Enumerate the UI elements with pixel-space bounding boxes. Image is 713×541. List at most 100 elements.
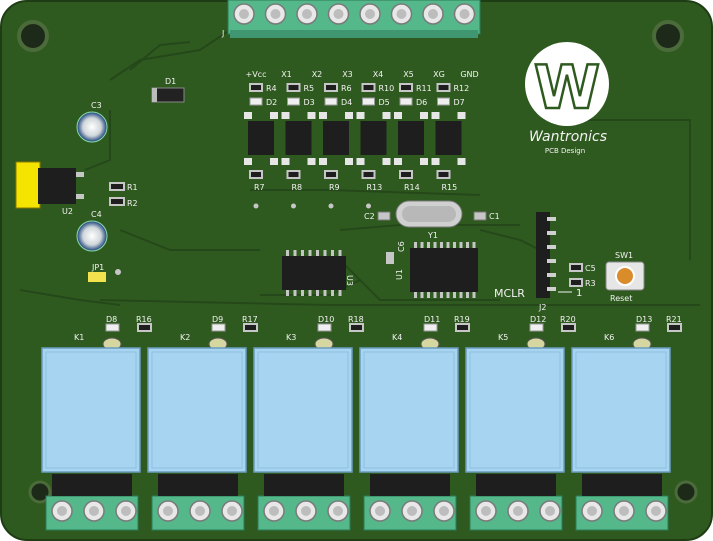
- relay-body: [253, 347, 353, 473]
- relay-resistor-label: R20: [560, 315, 576, 324]
- input-led: [437, 97, 450, 106]
- input-led-label: D4: [341, 98, 352, 107]
- opto-pad: [431, 158, 440, 165]
- ic-pin: [472, 242, 476, 248]
- relay-terminal-screw-head: [121, 506, 131, 516]
- input-resistor: [324, 83, 338, 92]
- top-terminal-screw-head: [459, 9, 470, 19]
- header-pin: [547, 287, 556, 291]
- ic-pin: [331, 250, 334, 256]
- input-resistor-label: R13: [367, 183, 383, 192]
- relay-terminal-screw-head: [195, 506, 205, 516]
- relay-terminal-screw-head: [89, 506, 99, 516]
- relay-body: [571, 347, 671, 473]
- cap-c2-label: C2: [364, 212, 375, 221]
- ic-pin: [440, 242, 443, 248]
- ic-pin: [293, 290, 297, 296]
- header-j2-label: J2: [538, 303, 546, 312]
- input-resistor: [286, 83, 301, 92]
- relay-led: [423, 323, 438, 332]
- top-terminal-label: X4: [373, 70, 384, 79]
- top-terminal-screw-head: [239, 9, 249, 19]
- via: [291, 203, 296, 209]
- ic-pin: [420, 242, 424, 248]
- input-led-label: D7: [454, 98, 465, 107]
- relay-led-label: D13: [636, 315, 652, 324]
- ic-pin: [308, 250, 312, 256]
- input-resistor-label: R11: [416, 84, 432, 93]
- relay-body: [147, 347, 247, 473]
- opto-pad: [319, 112, 327, 119]
- logo-letter: W: [534, 53, 600, 123]
- mounting-holes: [17, 20, 698, 504]
- via: [366, 203, 371, 209]
- top-terminal-label: X1: [281, 70, 292, 79]
- opto-pad: [281, 158, 290, 165]
- ic-pin: [308, 290, 312, 296]
- optocoupler: [248, 121, 274, 155]
- opto-pad: [382, 112, 391, 119]
- ic-pin: [459, 242, 463, 248]
- header-mclr-label: MCLR: [494, 287, 525, 300]
- mcu-ic-u1: [410, 248, 478, 292]
- input-resistor-label: R10: [379, 84, 395, 93]
- logo-circle: [525, 42, 609, 126]
- mounting-hole-top-right: [652, 20, 684, 52]
- relay-led: [529, 323, 544, 332]
- top-terminal-ref: J: [221, 29, 224, 38]
- ic-pin: [466, 292, 469, 298]
- optocoupler: [323, 121, 349, 155]
- top-terminal-screw-head: [270, 9, 281, 19]
- relay-led: [635, 323, 650, 332]
- relay-body-inner: [257, 351, 349, 469]
- input-resistor: [286, 170, 301, 179]
- input-led: [324, 97, 338, 106]
- input-resistor-label: R4: [266, 84, 277, 93]
- via: [253, 203, 259, 209]
- reset-button-cap[interactable]: [615, 266, 635, 286]
- capacitor-c3: [76, 111, 108, 143]
- ic-pin: [316, 250, 319, 256]
- header-pin: [547, 273, 556, 277]
- opto-pad: [394, 112, 402, 119]
- copper-traces: [19, 29, 700, 306]
- header-pin: [547, 259, 556, 263]
- ic-pin: [301, 250, 304, 256]
- power-section: D1 C3 C4 U2 R1 R2 JP1: [15, 77, 185, 282]
- reset-switch-ref: SW1: [615, 251, 633, 260]
- reset-res-label: R3: [585, 279, 596, 288]
- header-j2: [536, 212, 550, 298]
- relay-terminal-screw-head: [481, 506, 491, 516]
- relay-body: [465, 347, 565, 473]
- input-resistor: [361, 170, 376, 179]
- via: [328, 203, 334, 209]
- mcu-section: Y1 C2 C1 U3 U1 C6 J2 MCLR 1: [282, 200, 582, 312]
- mounting-hole-bottom-right: [674, 480, 698, 504]
- top-terminal-screw-head: [365, 9, 375, 19]
- regulator-tab: [15, 161, 41, 209]
- top-terminal-label: XG: [433, 70, 445, 79]
- reset-label: Reset: [610, 294, 632, 303]
- input-resistor-label: R14: [404, 183, 420, 192]
- relay-terminal-screw-head: [163, 506, 173, 516]
- relay-terminal-screw-head: [439, 506, 449, 516]
- opto-pad: [281, 112, 290, 119]
- diode-d1-label: D1: [165, 77, 176, 86]
- optocoupler: [360, 121, 387, 155]
- capacitor-c4: [76, 220, 108, 252]
- relay-resistor: [243, 323, 258, 332]
- ic-pin: [414, 242, 417, 248]
- relay-terminal-screw-head: [333, 506, 343, 516]
- ic-pin: [316, 290, 319, 296]
- relay-led-label: D10: [318, 315, 334, 324]
- ic-pin: [433, 292, 437, 298]
- relay-led: [317, 323, 332, 332]
- input-resistor-label: R6: [341, 84, 352, 93]
- opto-pad: [244, 112, 252, 119]
- optocoupler: [398, 121, 424, 155]
- ic-pin: [446, 242, 450, 248]
- ic-pin: [414, 292, 417, 298]
- relay-ref: K4: [392, 333, 402, 342]
